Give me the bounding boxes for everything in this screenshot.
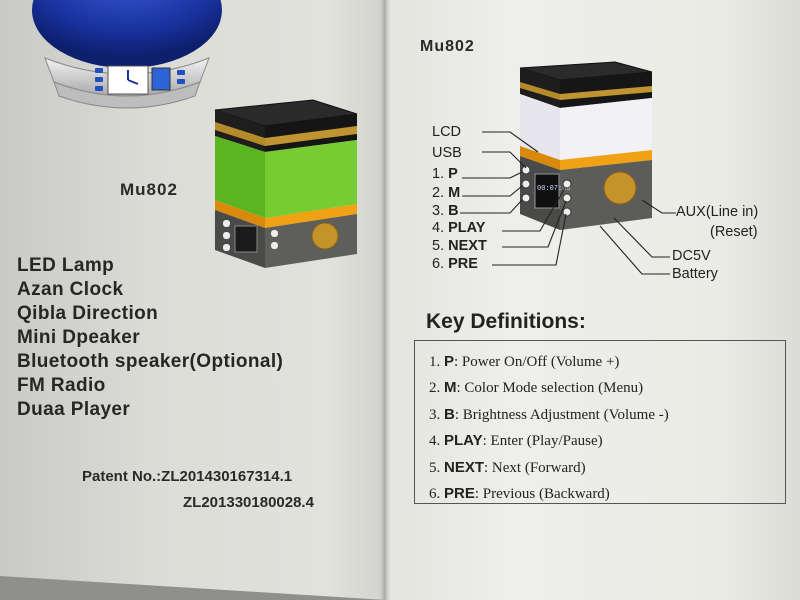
patent-number-2: ZL201330180028.4 [183,494,314,511]
label-aux: AUX(Line in) [676,204,759,220]
key-definitions-list: 1. P: Power On/Off (Volume +) 2. M: Colo… [429,349,669,507]
kaaba-lcd [234,225,258,253]
blue-globe [32,0,222,68]
label-lcd: LCD [432,124,462,140]
feature-item: FM Radio [17,375,106,396]
key-definition-item: 5. NEXT: Next (Forward) [429,458,586,476]
kaaba-button-icon [223,220,230,227]
kaaba-lamp-diagram: 00:07:39 [460,61,676,275]
key-definitions-title: Key Definitions: [426,310,586,333]
key-definition-item: 3. B: Brightness Adjustment (Volume -) [429,405,669,423]
label-usb: USB [432,145,462,161]
key-definition-item: 6. PRE: Previous (Backward) [429,485,610,503]
key-definition-item: 2. M: Color Mode selection (Menu) [429,379,644,397]
lamp-base-bottom [53,81,201,109]
feature-item: Azan Clock [17,279,124,300]
kaaba-button-icon [223,232,230,239]
globe-button-icon [95,77,103,82]
label-dc5v: DC5V [672,248,711,264]
left-page: Mu802 LED Lamp Azan Clock Qibla Directio… [0,0,386,600]
feature-item: LED Lamp [17,255,115,276]
globe-button-icon [177,79,185,84]
page-fold [380,0,390,600]
feature-item: Duaa Player [17,399,131,420]
globe-lamp-illustration [32,0,222,109]
model-name-left: Mu802 [120,180,178,199]
label-pre: 6. PRE [432,256,478,272]
label-play: 4. PLAY [432,220,486,236]
feature-list: LED Lamp Azan Clock Qibla Direction Mini… [17,254,283,422]
label-p: 1. P [432,166,458,182]
feature-item: Mini Dpeaker [17,327,141,348]
key-definition-item: 4. PLAY: Enter (Play/Pause) [429,432,603,450]
kaaba-speaker-medallion [311,222,339,250]
key-definitions-box: 1. P: Power On/Off (Volume +) 2. M: Colo… [414,340,786,504]
label-b: 3. B [432,203,459,219]
label-next: 5. NEXT [432,238,487,254]
label-reset: (Reset) [710,224,758,240]
key-definition-item: 1. P: Power On/Off (Volume +) [429,353,620,370]
globe-lcd-screen [151,67,171,91]
kaaba-button-icon [223,244,230,251]
callout-lines [460,131,676,275]
diagram-lcd-screen [534,173,560,209]
globe-button-icon [95,86,103,91]
label-m: 2. M [432,185,461,201]
feature-item: Qibla Direction [17,303,159,324]
kaaba-lamp-green [214,99,358,268]
globe-button-icon [177,70,185,75]
globe-button-icon [95,68,103,73]
feature-item: Bluetooth speaker(Optional) [17,351,284,372]
label-battery: Battery [672,266,718,282]
diagram-speaker-medallion [603,171,637,205]
diagram-lcd-time: 00:07:39 [537,185,571,193]
model-name-right: Mu802 [420,38,475,55]
patent-number-1: Patent No.:ZL201430167314.1 [82,468,293,485]
